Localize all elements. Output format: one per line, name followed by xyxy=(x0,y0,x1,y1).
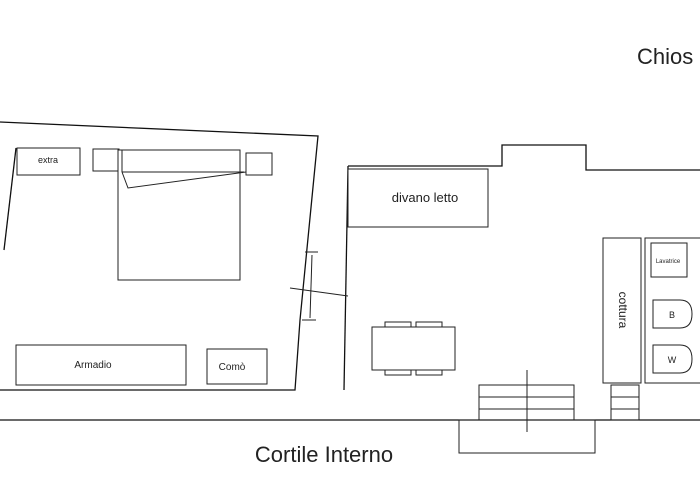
nightstand-right xyxy=(245,152,273,176)
wardrobe xyxy=(15,344,187,386)
nightstand-left xyxy=(92,148,120,172)
sofa-bed-label: divano letto xyxy=(392,190,459,205)
extra-label: extra xyxy=(38,155,58,165)
toilet xyxy=(652,344,693,374)
bidet-label: B xyxy=(669,310,675,320)
extra-bed xyxy=(16,147,81,176)
sofa-bed xyxy=(347,168,489,228)
top-right-label: Chios xyxy=(637,44,693,69)
wc-label: W xyxy=(668,355,677,365)
courtyard-label: Cortile Interno xyxy=(255,442,393,467)
bathroom xyxy=(644,237,700,384)
bidet xyxy=(652,299,693,329)
dresser-label: Comò xyxy=(219,362,246,373)
double-bed xyxy=(117,149,247,281)
dining-table xyxy=(371,321,456,376)
wardrobe-label: Armadio xyxy=(74,360,112,371)
entrance-steps xyxy=(458,370,640,454)
dresser xyxy=(206,348,268,385)
cooking-counter xyxy=(602,237,642,384)
washing-machine xyxy=(650,242,688,278)
cooking-label: cottura xyxy=(616,292,630,329)
washing-machine-label: Lavatrice xyxy=(656,259,681,265)
bedroom-door xyxy=(289,251,349,321)
